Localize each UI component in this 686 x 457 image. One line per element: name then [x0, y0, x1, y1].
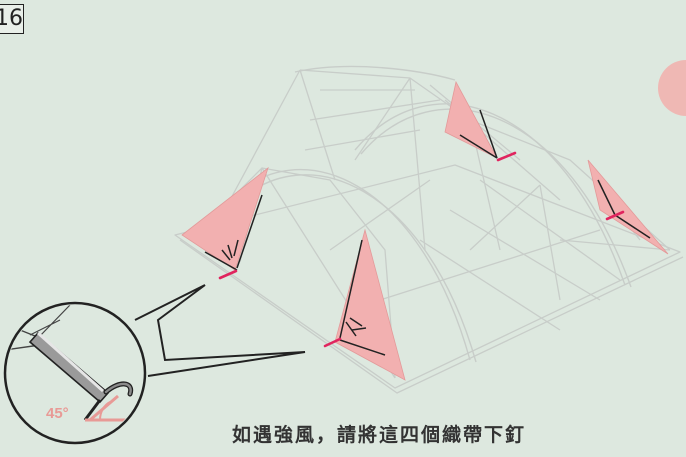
- instruction-caption: 如遇強風，請將這四個織帶下釘: [232, 424, 527, 446]
- webbing-straps: [204, 109, 651, 356]
- stake-marks: [218, 151, 625, 348]
- angle-label: 45°: [46, 405, 69, 422]
- stake-mark-front-right: [323, 337, 342, 348]
- guy-panels: [181, 80, 669, 381]
- stake-mark-rear-left: [496, 151, 517, 162]
- stake-mark-front-left: [218, 269, 238, 280]
- guy-panel-front-right: [334, 228, 406, 381]
- guy-panel-rear-left: [444, 80, 498, 159]
- magnified-stake-detail: 45°: [3, 284, 306, 445]
- guy-panel-front-left: [181, 166, 269, 271]
- tent-stake-icon: [28, 331, 134, 421]
- corner-decoration: [658, 60, 686, 116]
- stake-mark-rear-right: [605, 210, 625, 221]
- step-number-box: 16: [0, 4, 24, 34]
- guy-panel-rear-right: [587, 159, 669, 255]
